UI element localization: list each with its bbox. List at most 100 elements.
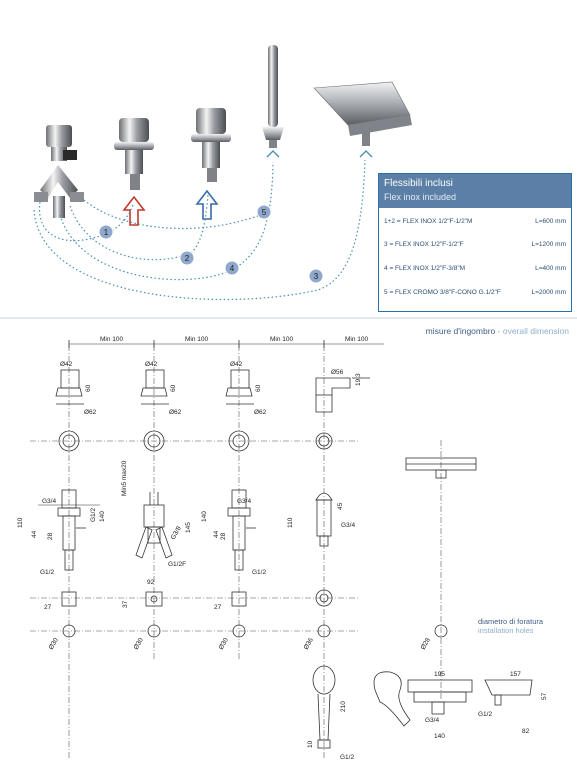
red-arrow-icon: [122, 195, 146, 226]
dim-label: G1/2: [40, 569, 54, 576]
dim-label: Ø42: [145, 361, 158, 368]
legend-row: 5 = FLEX CROMO 3/8"F-CONO G.1/2"F L=2000…: [384, 289, 568, 301]
dim-label: 28: [220, 532, 227, 540]
dim-label: 37: [122, 600, 129, 608]
legend-desc: = FLEX INOX 1/2"F-1/2"F: [389, 241, 464, 248]
hand-shower-drawing: [312, 665, 336, 749]
legend-desc: = FLEX INOX 1/2"F-1/2"M: [396, 218, 473, 225]
dim-label: 57: [541, 692, 548, 700]
dim-label: 60: [85, 384, 92, 392]
plan-view-row: [58, 430, 333, 452]
base-views: [61, 589, 333, 607]
dim-label: Ø30: [48, 637, 60, 651]
dim-label: 140: [434, 733, 445, 740]
valve-section-1: [38, 489, 100, 571]
dim-label: 60: [255, 384, 262, 392]
legend-title-en: Flex inox included: [384, 192, 457, 202]
legend-title-it: Flessibili inclusi: [384, 178, 453, 189]
dimension-drawings: [30, 340, 533, 760]
diverter-photo: [34, 125, 84, 218]
hose-marker: 5: [256, 204, 272, 220]
waterfall-plan: [405, 457, 477, 479]
hose-marker: 2: [179, 250, 195, 266]
blue-arrow-icon: [195, 189, 219, 220]
legend-code: 5: [384, 289, 388, 296]
installation-holes-it: diametro di foratura: [478, 617, 544, 626]
legend-length: L=600 mm: [535, 218, 566, 225]
waterfall-spout-photo: [313, 81, 412, 146]
spacing-label: Min 100: [345, 336, 369, 343]
dim-label: 210: [340, 701, 347, 712]
legend-code: 4: [384, 265, 388, 272]
dim-label: 110: [287, 517, 294, 528]
tap-photo-1: [114, 118, 154, 190]
dimension-title-en: overall dimension: [502, 326, 569, 336]
valve-section-3: [227, 489, 256, 571]
dim-label: Min5 max20: [121, 460, 128, 496]
handle-elevation-2: [140, 369, 169, 405]
dim-label: 82: [522, 728, 530, 735]
diverter-section: [135, 492, 173, 559]
dim-label: 27: [214, 604, 222, 611]
legend-code: 1+2: [384, 218, 396, 225]
shower-holder-section: [315, 492, 333, 547]
spout-elevation: [315, 377, 370, 413]
dimension-labels: Min 100 Min 100 Min 100 Min 100 Ø42 Ø42 …: [17, 336, 548, 761]
dim-label: G1/2: [252, 569, 266, 576]
spacing-label: Min 100: [185, 336, 209, 343]
installation-holes-en: installation holes: [478, 626, 534, 635]
hand-shower-photo: [262, 45, 284, 148]
dim-label: G3/4: [425, 717, 439, 724]
dim-label: 140: [201, 511, 208, 522]
dimension-title: misure d'ingombro - overall dimension: [426, 326, 569, 336]
legend-row: 1+2 = FLEX INOX 1/2"F-1/2"M L=600 mm: [384, 218, 568, 230]
dimension-title-it: misure d'ingombro: [425, 326, 496, 336]
dim-label: 157: [510, 671, 521, 678]
svg-text:1: 1: [104, 228, 109, 237]
handle-elevation-1: [55, 369, 84, 405]
svg-text:4: 4: [230, 264, 235, 273]
dim-label: 44: [31, 530, 38, 538]
dim-label: 19,3: [355, 373, 362, 386]
tap-photo-2: [191, 108, 231, 182]
waterfall-elevation: [407, 679, 473, 715]
legend-row: 4 = FLEX INOX 1/2"F-3/8"M L=400 mm: [384, 265, 568, 277]
hose-paths: [33, 159, 366, 301]
dim-label: 60: [170, 384, 177, 392]
hand-shower-perspective: [373, 671, 411, 727]
svg-text:5: 5: [262, 208, 267, 217]
dim-label: Ø36: [303, 637, 315, 651]
hose-markers: 1 2 3 4 5: [98, 204, 324, 284]
hose-marker: 4: [224, 260, 240, 276]
dimension-title-sep: -: [495, 326, 503, 336]
spacing-label: Min 100: [100, 336, 124, 343]
dim-label: Ø62: [169, 409, 182, 416]
installation-holes: [62, 624, 448, 638]
dim-label: G3/8: [170, 525, 183, 541]
legend-length: L=1200 mm: [531, 241, 566, 248]
dim-label: Ø62: [254, 409, 267, 416]
dim-label: 195: [434, 671, 445, 678]
dim-label: G1/2: [340, 754, 354, 761]
dim-label: Ø56: [331, 369, 344, 376]
legend-length: L=400 mm: [535, 265, 566, 272]
dim-label: 92: [147, 579, 155, 586]
svg-text:2: 2: [185, 254, 190, 263]
dim-label: 145: [185, 522, 192, 533]
dim-label: G3/4: [237, 498, 251, 505]
dim-label: Ø62: [84, 409, 97, 416]
flex-legend: Flessibili inclusi Flex inox included 1+…: [378, 173, 572, 312]
hose-marker: 1: [98, 224, 114, 240]
dim-label: 10: [307, 740, 314, 748]
dim-label: G3/4: [341, 522, 355, 529]
installation-holes-label: diametro di foratura installation holes: [478, 617, 543, 635]
legend-code: 3: [384, 241, 388, 248]
chevron-up-icon: [266, 150, 280, 158]
spacing-label: Min 100: [270, 336, 294, 343]
dim-label: 110: [17, 517, 24, 528]
dim-label: Ø42: [60, 361, 73, 368]
chevron-up-icon: [359, 150, 373, 158]
dim-label: Ø30: [133, 637, 145, 651]
dim-label: G1/2: [478, 711, 492, 718]
dim-label: 140: [99, 511, 106, 522]
